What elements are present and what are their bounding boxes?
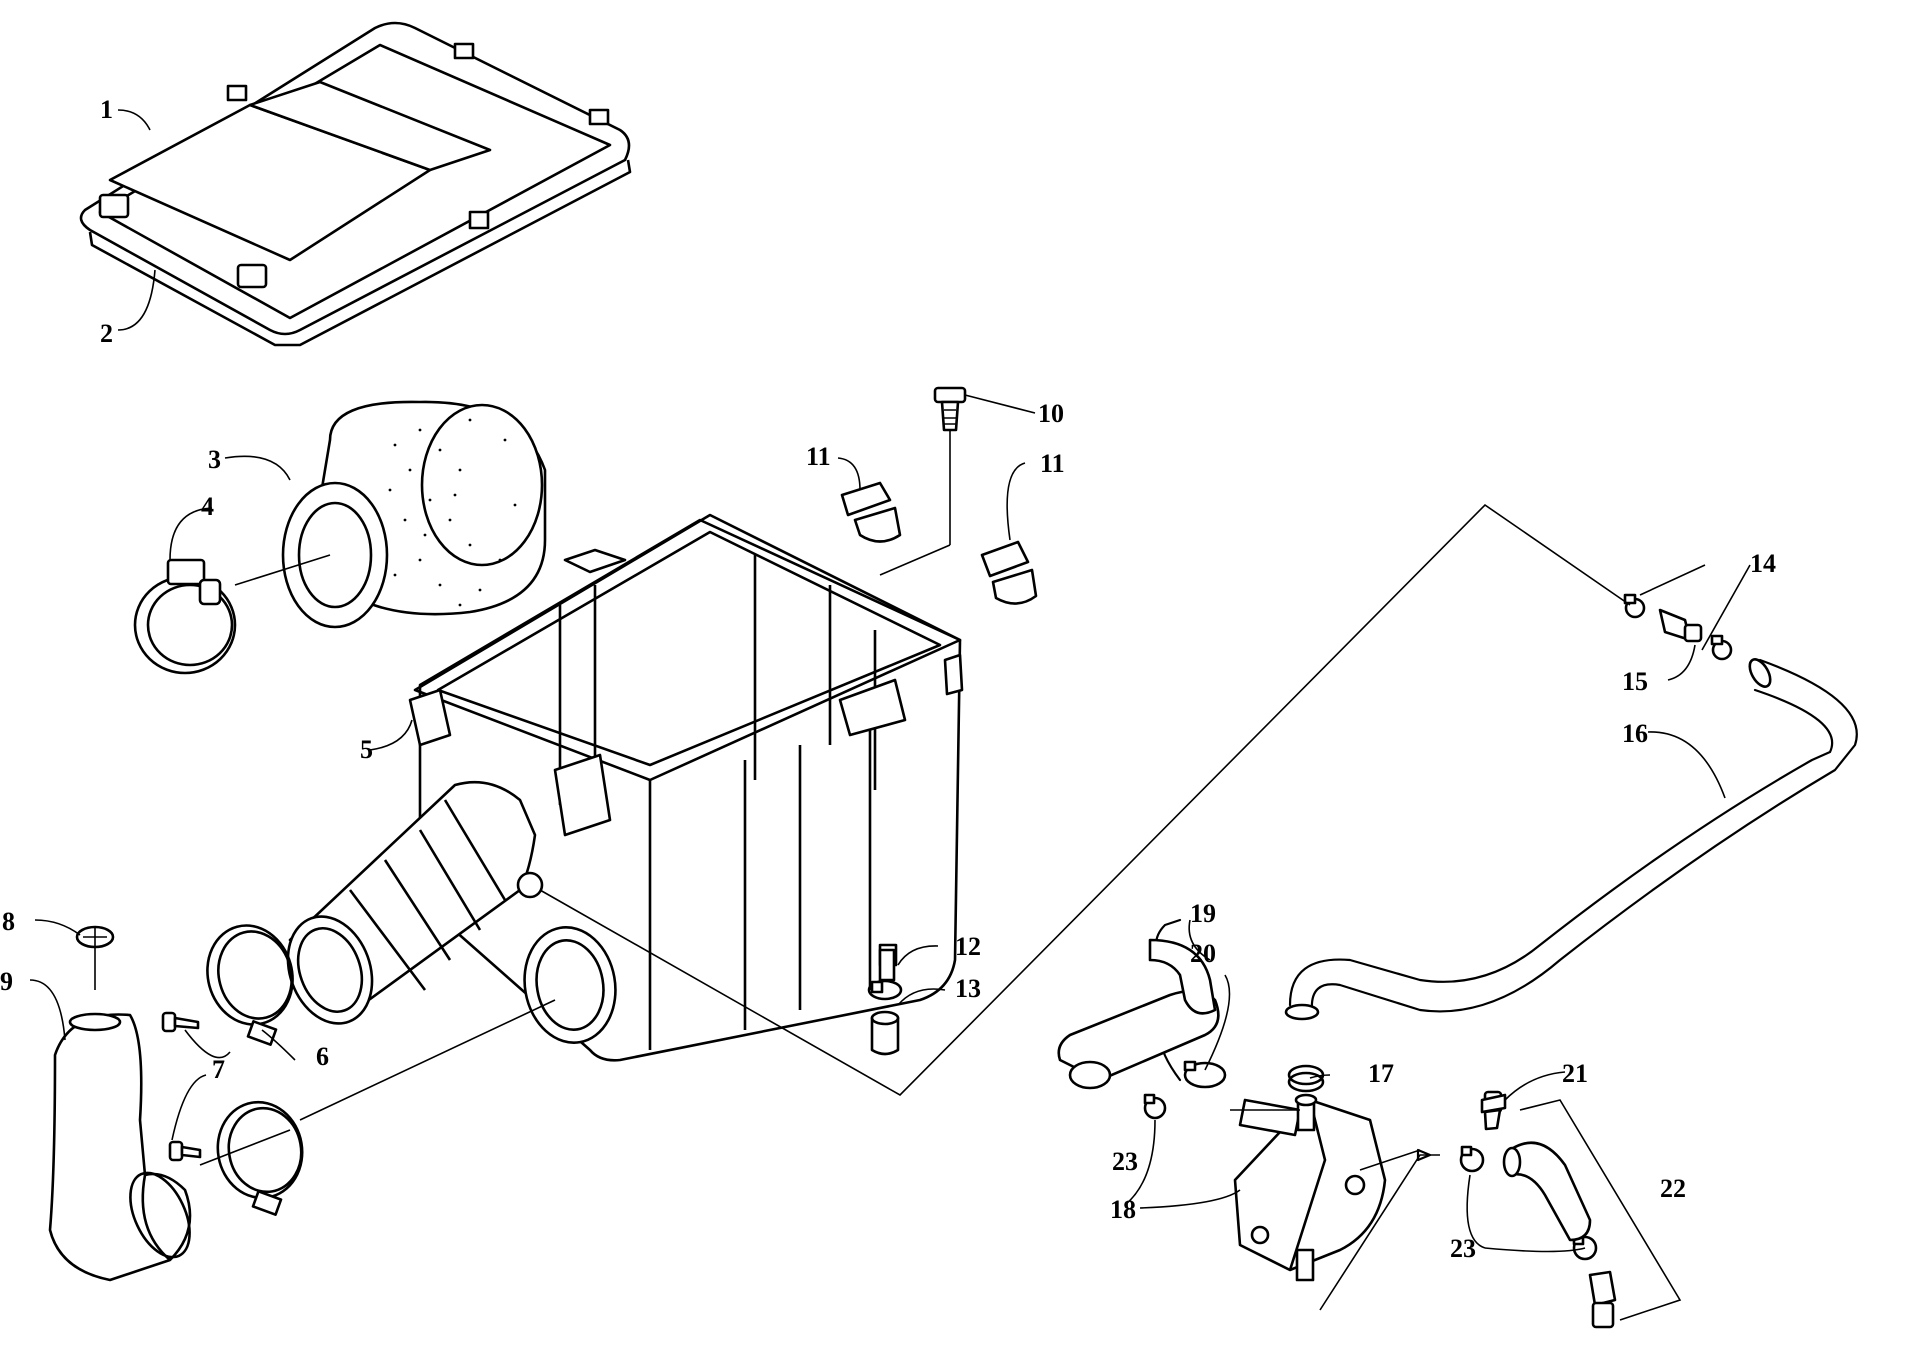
clamp-6-upper [206, 924, 294, 1046]
clamp-6-lower [216, 1100, 304, 1216]
callout-11a: 11 [806, 442, 831, 471]
callout-19: 19 [1190, 899, 1216, 928]
screw-7-lower [168, 1140, 202, 1162]
airbox-lid [79, 21, 632, 347]
drain-cap-13 [870, 1010, 900, 1056]
callout-10: 10 [1038, 399, 1064, 428]
callout-12: 12 [955, 932, 981, 961]
leader-lines [29, 109, 1751, 1321]
callout-20: 20 [1190, 939, 1216, 968]
callout-13: 13 [955, 974, 981, 1003]
callout-17: 17 [1368, 1059, 1394, 1088]
screw-7-upper [161, 1011, 200, 1033]
callout-6: 6 [316, 1042, 329, 1071]
callout-22: 22 [1660, 1174, 1686, 1203]
clamp-14a [1623, 593, 1646, 619]
valve-fitting-22 [1588, 1270, 1617, 1329]
clamp-12 [867, 979, 903, 1001]
callout-4: 4 [201, 492, 214, 521]
hose-19 [1057, 918, 1220, 1090]
clip-11b [980, 540, 1038, 605]
callout-2: 2 [100, 319, 113, 348]
callout-11b: 11 [1040, 449, 1065, 478]
clamp-14b [1710, 634, 1733, 661]
callout-1: 1 [100, 95, 113, 124]
airbox-body [286, 513, 964, 1062]
callout-labels: 1 2 3 4 5 6 7 8 9 10 11 11 12 13 14 15 1… [0, 95, 1776, 1263]
callout-8: 8 [2, 907, 15, 936]
callout-18: 18 [1110, 1195, 1136, 1224]
clamp-17 [1287, 1064, 1325, 1093]
valve-15 [1658, 608, 1703, 643]
callout-16: 16 [1622, 719, 1648, 748]
air-filter-element [281, 400, 547, 629]
separator-18 [1233, 1093, 1387, 1282]
callout-5: 5 [360, 735, 373, 764]
screw-21 [1480, 1090, 1507, 1131]
intake-duct-9 [48, 1012, 192, 1282]
hose-16 [1284, 658, 1858, 1021]
clamp-20 [1183, 1060, 1227, 1089]
clamp-23b [1459, 1145, 1485, 1173]
callout-9: 9 [0, 967, 13, 996]
callout-7: 7 [212, 1055, 225, 1084]
callout-21: 21 [1562, 1059, 1588, 1088]
callout-14: 14 [1750, 549, 1776, 578]
screw-10 [933, 386, 967, 545]
callout-23a: 23 [1112, 1147, 1138, 1176]
clamp-23a [1143, 1093, 1167, 1120]
push-rivet-8 [75, 925, 115, 990]
clip-11a [840, 481, 902, 543]
callout-3: 3 [208, 445, 221, 474]
callout-15: 15 [1622, 667, 1648, 696]
hose-clamp-4 [133, 558, 237, 675]
hose-22 [1502, 1141, 1592, 1242]
callout-23b: 23 [1450, 1234, 1476, 1263]
